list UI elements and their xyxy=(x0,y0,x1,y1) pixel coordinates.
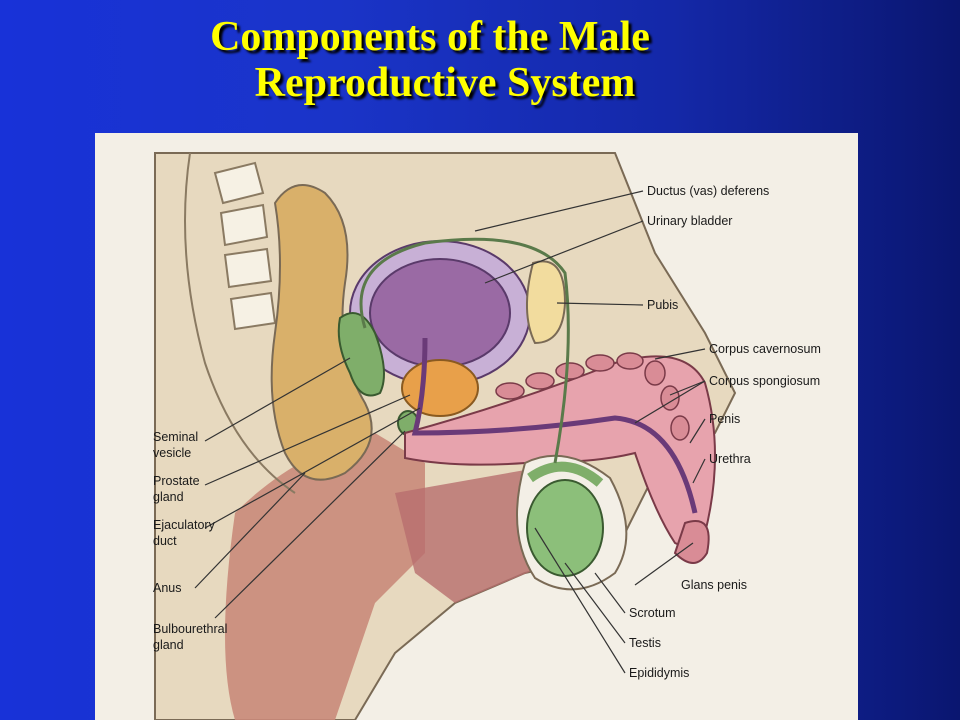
prostate-gland xyxy=(401,359,479,417)
label-epididymis: Epididymis xyxy=(629,666,689,680)
spine-outline xyxy=(184,152,296,494)
label-glans-penis: Glans penis xyxy=(681,578,747,592)
label-penis: Penis xyxy=(709,412,740,426)
vertebrae xyxy=(213,161,277,331)
label-corpus-cavernosum: Corpus cavernosum xyxy=(709,342,821,356)
rectum xyxy=(270,184,373,481)
testis xyxy=(526,479,604,577)
label-ejaculatory-duct-line2: duct xyxy=(153,534,177,548)
label-ejaculatory-duct-line1: Ejaculatory xyxy=(153,518,216,532)
label-seminal-vesicle-line1: Seminal xyxy=(153,430,198,444)
title-line-1: Components of the Male xyxy=(210,14,650,60)
label-testis: Testis xyxy=(629,636,661,650)
label-prostate-gland-line2: gland xyxy=(153,490,184,504)
anatomy-illustration: Ductus (vas) deferens Urinary bladder Pu… xyxy=(95,133,858,720)
label-anus: Anus xyxy=(153,581,182,595)
label-seminal-vesicle-line2: vesicle xyxy=(153,446,191,460)
urinary-bladder xyxy=(369,258,511,368)
label-corpus-spongiosum: Corpus spongiosum xyxy=(709,374,820,388)
label-prostate-gland-line1: Prostate xyxy=(153,474,200,488)
slide-title: Components of the Male Reproductive Syst… xyxy=(0,14,860,106)
label-urethra: Urethra xyxy=(709,452,751,466)
seminal-vesicle xyxy=(337,312,385,397)
epididymis xyxy=(527,461,604,487)
title-line-2: Reproductive System xyxy=(254,60,636,106)
label-pubis: Pubis xyxy=(647,298,678,312)
label-scrotum: Scrotum xyxy=(629,606,676,620)
label-urinary-bladder: Urinary bladder xyxy=(647,214,732,228)
urethra xyxy=(411,337,698,514)
anatomy-figure: Ductus (vas) deferens Urinary bladder Pu… xyxy=(95,133,858,720)
label-bulbourethral-gland-line1: Bulbourethral xyxy=(153,622,227,636)
leader-lines xyxy=(194,190,706,674)
label-ductus-deferens: Ductus (vas) deferens xyxy=(647,184,769,198)
ductus-deferens xyxy=(359,237,570,464)
corpus-cavernosum xyxy=(495,352,690,441)
pubis-bone xyxy=(526,260,567,345)
label-bulbourethral-gland-line2: gland xyxy=(153,638,184,652)
glans-penis xyxy=(673,520,710,564)
